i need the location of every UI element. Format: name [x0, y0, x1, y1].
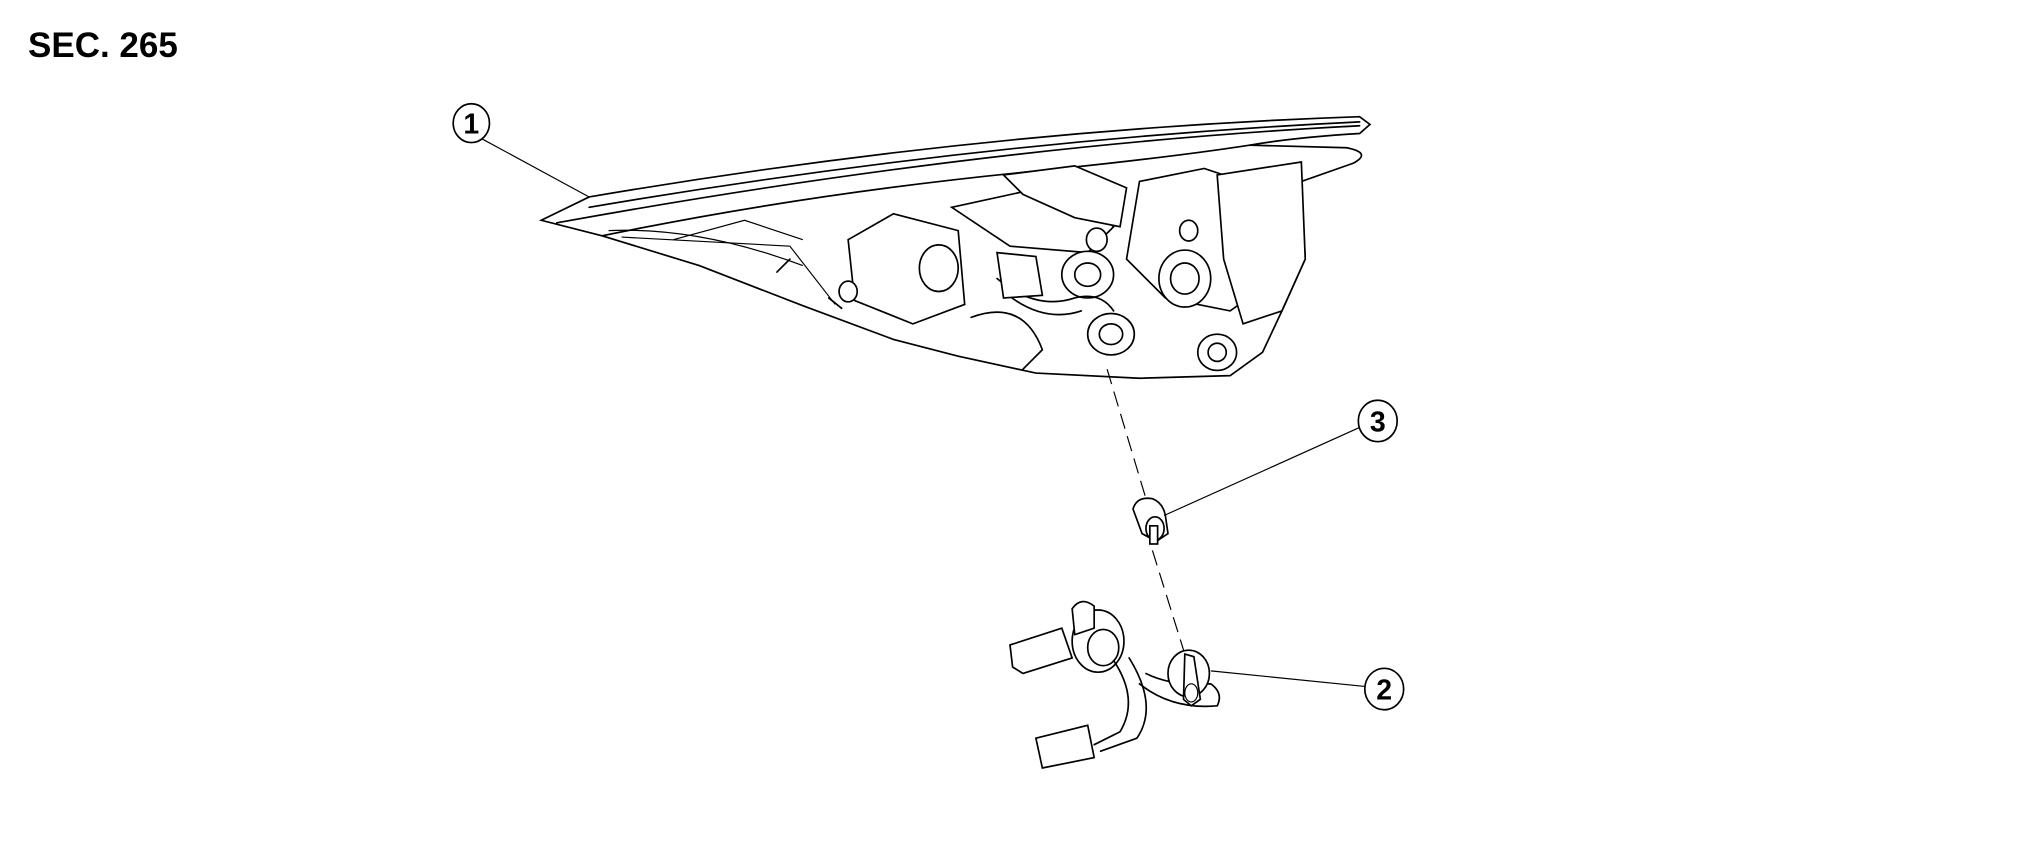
section-label: SEC. 265: [28, 26, 178, 65]
rear-combination-lamp: [538, 115, 1372, 380]
callout-3: 3: [1163, 399, 1399, 517]
callout-number: 3: [1370, 406, 1386, 438]
callout-number: 1: [463, 109, 479, 141]
callout-1: 1: [452, 102, 590, 198]
bulb: [1132, 497, 1169, 545]
callout-2: 2: [1210, 667, 1405, 711]
bulb-socket-harness: [1009, 600, 1221, 769]
callout-number: 2: [1376, 674, 1392, 706]
